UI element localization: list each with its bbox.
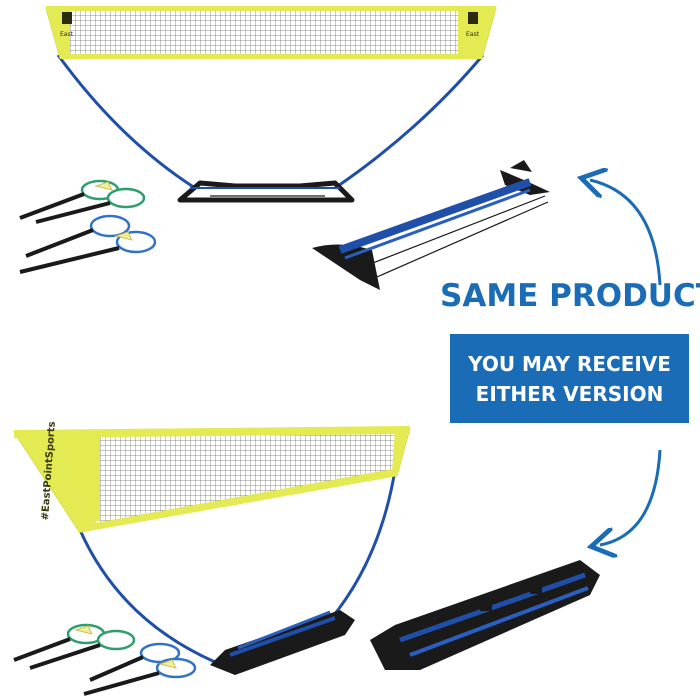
brand-logo-right: East [466, 12, 480, 38]
folded-frame-bottom [370, 560, 600, 670]
svg-text:East: East [60, 31, 74, 38]
shuttlecock [74, 625, 93, 635]
notice-box-text: YOU MAY RECEIVE EITHER VERSION [450, 334, 689, 423]
shuttlecock [158, 659, 177, 669]
bottom-net-bottom-band [78, 468, 398, 533]
headline: SAME PRODUCT [440, 278, 700, 314]
bottom-net-left-banner [14, 432, 100, 530]
bottom-net-right-banner [392, 428, 410, 472]
curved-arrow-up-icon [590, 180, 662, 286]
svg-text:East: East [466, 31, 480, 38]
top-net-base [177, 180, 355, 203]
shuttlecock [94, 181, 113, 191]
folded-frame-top [312, 160, 550, 290]
top-net-right-banner [458, 8, 496, 58]
brand-logo-left: East [60, 12, 74, 38]
bottom-rackets [13, 623, 197, 696]
bottom-net-top-band [14, 426, 410, 438]
top-net-top-band [46, 6, 496, 11]
notice-line-2: EITHER VERSION [475, 381, 664, 406]
bottom-net-set [13, 426, 411, 675]
notice-box [450, 334, 689, 423]
top-net-bottom-band [60, 54, 482, 59]
shuttlecock [114, 231, 133, 241]
notice-line-1: YOU MAY RECEIVE [468, 351, 671, 376]
curved-arrow-down-icon [600, 449, 662, 545]
top-net-set: East East [45, 6, 497, 203]
top-rackets [19, 179, 157, 274]
